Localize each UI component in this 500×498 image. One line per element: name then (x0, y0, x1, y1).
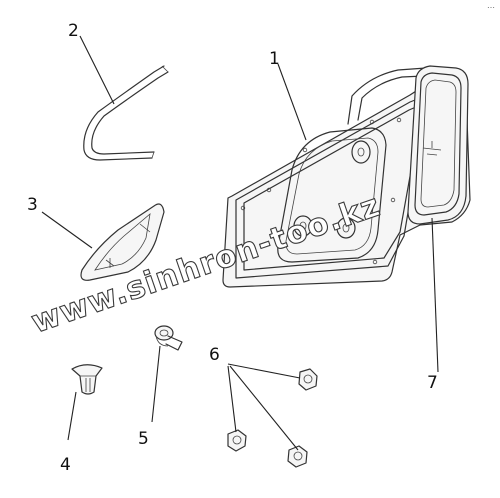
nut-upper (298, 368, 318, 391)
leader-lines (41, 35, 439, 451)
part-2-seal-strip (83, 65, 169, 161)
leader-4 (67, 391, 77, 441)
callout-6: 6 (209, 345, 220, 365)
nut-left (227, 429, 247, 452)
part-5-grommet (154, 325, 183, 351)
callout-7: 7 (427, 373, 438, 393)
leader-3 (41, 211, 93, 249)
leader-5 (151, 345, 161, 423)
part-1-mirror-housing (222, 67, 471, 288)
leader-6b (227, 365, 237, 433)
callout-labels: 1 2 3 4 5 6 7 (27, 21, 438, 475)
leader-7 (431, 217, 439, 373)
nut-lower (287, 445, 308, 468)
callout-3: 3 (27, 195, 38, 215)
part-4-plastic-clip (71, 364, 103, 395)
callout-5: 5 (138, 429, 149, 449)
part-6-nuts (227, 368, 318, 468)
corner-mark: … (487, 1, 495, 10)
leader-6c (229, 365, 299, 451)
part-7-mirror-glass (407, 65, 469, 225)
callout-2: 2 (68, 21, 79, 41)
callout-1: 1 (269, 49, 280, 69)
callout-4: 4 (60, 455, 71, 475)
leader-1 (277, 63, 307, 141)
part-3-triangle-cover (80, 203, 165, 281)
leader-6a (227, 363, 301, 379)
leader-2 (79, 35, 115, 105)
